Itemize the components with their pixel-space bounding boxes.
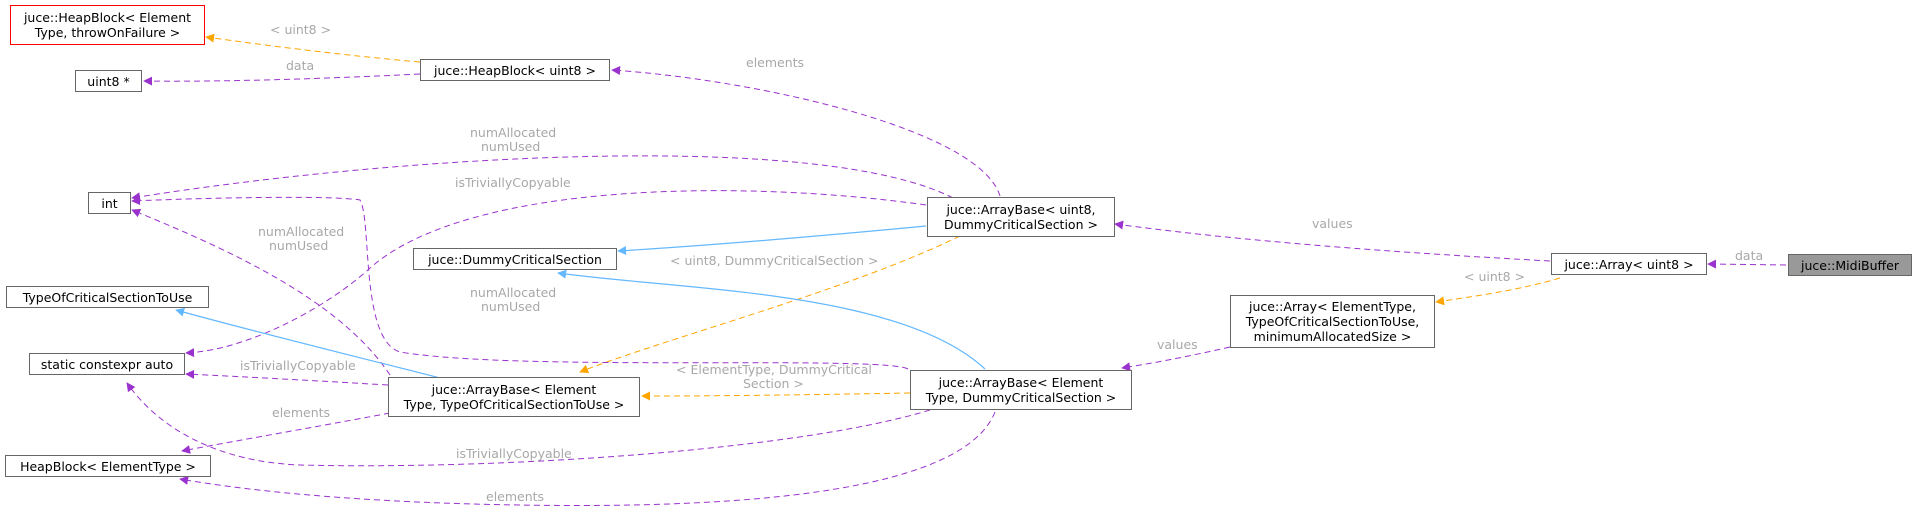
node-label: static constexpr auto: [40, 356, 174, 372]
node-array-uint8[interactable]: juce::Array< uint8 >: [1551, 253, 1707, 275]
node-label: juce::Array< uint8 >: [1564, 256, 1694, 272]
node-label: juce::MidiBuffer: [1801, 257, 1899, 273]
edge-array-template: [1435, 277, 1561, 306]
edge-label-elements-uint8: elements: [746, 55, 804, 70]
node-static-constexpr-auto[interactable]: static constexpr auto: [29, 353, 185, 375]
node-label: juce::ArrayBase< Element Type, TypeOfCri…: [403, 382, 625, 412]
edge-label-trivial-uint8: isTriviallyCopyable: [455, 175, 571, 190]
edge-label-elements-generic: elements: [272, 405, 330, 420]
node-label: juce::DummyCriticalSection: [428, 251, 602, 267]
edge-label-template-heapblock: < uint8 >: [270, 22, 331, 37]
node-uint8-pointer[interactable]: uint8 *: [75, 70, 142, 92]
node-array-generic[interactable]: juce::Array< ElementType, TypeOfCritical…: [1230, 295, 1435, 348]
edge-arraybase-generic-heapblock-elements: [181, 412, 391, 454]
edge-label-values-uint8: values: [1312, 216, 1353, 231]
edge-heapblock-uint8ptr-data: [143, 73, 421, 86]
edge-array-arraybase-values: [1114, 220, 1551, 262]
edge-label-data-midibuffer: data: [1735, 248, 1763, 263]
edge-arraybase-generic-template: [579, 235, 961, 374]
edge-heapblock-template: [205, 33, 421, 63]
node-label: juce::ArrayBase< Element Type, DummyCrit…: [925, 375, 1117, 405]
edge-label-trivial-dummy: isTriviallyCopyable: [456, 446, 572, 461]
node-arraybase-uint8[interactable]: juce::ArrayBase< uint8, DummyCriticalSec…: [927, 197, 1115, 237]
node-dummy-critical-section[interactable]: juce::DummyCriticalSection: [413, 248, 617, 270]
node-label: HeapBlock< ElementType >: [20, 458, 196, 474]
edge-label-data-heapblock: data: [286, 58, 314, 73]
edge-label-elements-dummy: elements: [486, 489, 544, 504]
node-label: juce::ArrayBase< uint8, DummyCriticalSec…: [944, 202, 1098, 232]
edge-label-template-array: < uint8 >: [1464, 269, 1525, 284]
node-type-of-critical-section[interactable]: TypeOfCriticalSectionToUse: [6, 286, 209, 308]
edge-arraybase-dummycs-inherit: [617, 225, 927, 255]
node-label: juce::HeapBlock< uint8 >: [434, 62, 596, 78]
node-midibuffer[interactable]: juce::MidiBuffer: [1788, 254, 1912, 276]
node-label: uint8 *: [87, 73, 130, 89]
node-arraybase-element-typeofcs[interactable]: juce::ArrayBase< Element Type, TypeOfCri…: [388, 377, 640, 417]
edge-arraybase-static-trivial: [185, 190, 927, 358]
node-label: juce::Array< ElementType, TypeOfCritical…: [1245, 299, 1420, 344]
edge-arraybase-int-numalloc: [131, 155, 954, 202]
node-heapblock-element-throwonfailure[interactable]: juce::HeapBlock< Element Type, throwOnFa…: [10, 5, 205, 45]
node-heapblock-elementtype[interactable]: HeapBlock< ElementType >: [5, 455, 211, 477]
node-heapblock-uint8[interactable]: juce::HeapBlock< uint8 >: [420, 59, 610, 81]
edge-label-template-arraybase-uint8: < uint8, DummyCriticalSection >: [670, 253, 878, 268]
edge-arraygeneric-arraybase-values: [1121, 346, 1231, 372]
node-label: int: [101, 195, 118, 211]
edge-arraybase-dummy-dummycs-inherit: [557, 269, 986, 370]
node-arraybase-element-dummy[interactable]: juce::ArrayBase< Element Type, DummyCrit…: [910, 370, 1132, 410]
node-label: juce::HeapBlock< Element Type, throwOnFa…: [23, 10, 192, 40]
edge-arraybase-generic-static-trivial: [185, 369, 389, 386]
edge-label-trivial-generic: isTriviallyCopyable: [240, 358, 356, 373]
edge-arraybase-dummy-int-numalloc: [131, 196, 909, 370]
edge-arraybase-generic-int-numalloc: [131, 208, 391, 376]
node-label: TypeOfCriticalSectionToUse: [22, 289, 193, 305]
edge-arraybase-dummy-template: [641, 391, 911, 401]
edge-midibuffer-array-data: [1707, 259, 1787, 269]
node-int[interactable]: int: [88, 192, 131, 214]
edge-label-values-generic: values: [1157, 337, 1198, 352]
edge-arraybase-heapblock-elements: [611, 66, 1001, 197]
edge-arraybase-dummy-heapblock-elements: [179, 411, 996, 506]
edge-arraybase-dummy-static-trivial: [126, 382, 931, 467]
edge-arraybase-typeofcs-inherit: [175, 307, 441, 379]
